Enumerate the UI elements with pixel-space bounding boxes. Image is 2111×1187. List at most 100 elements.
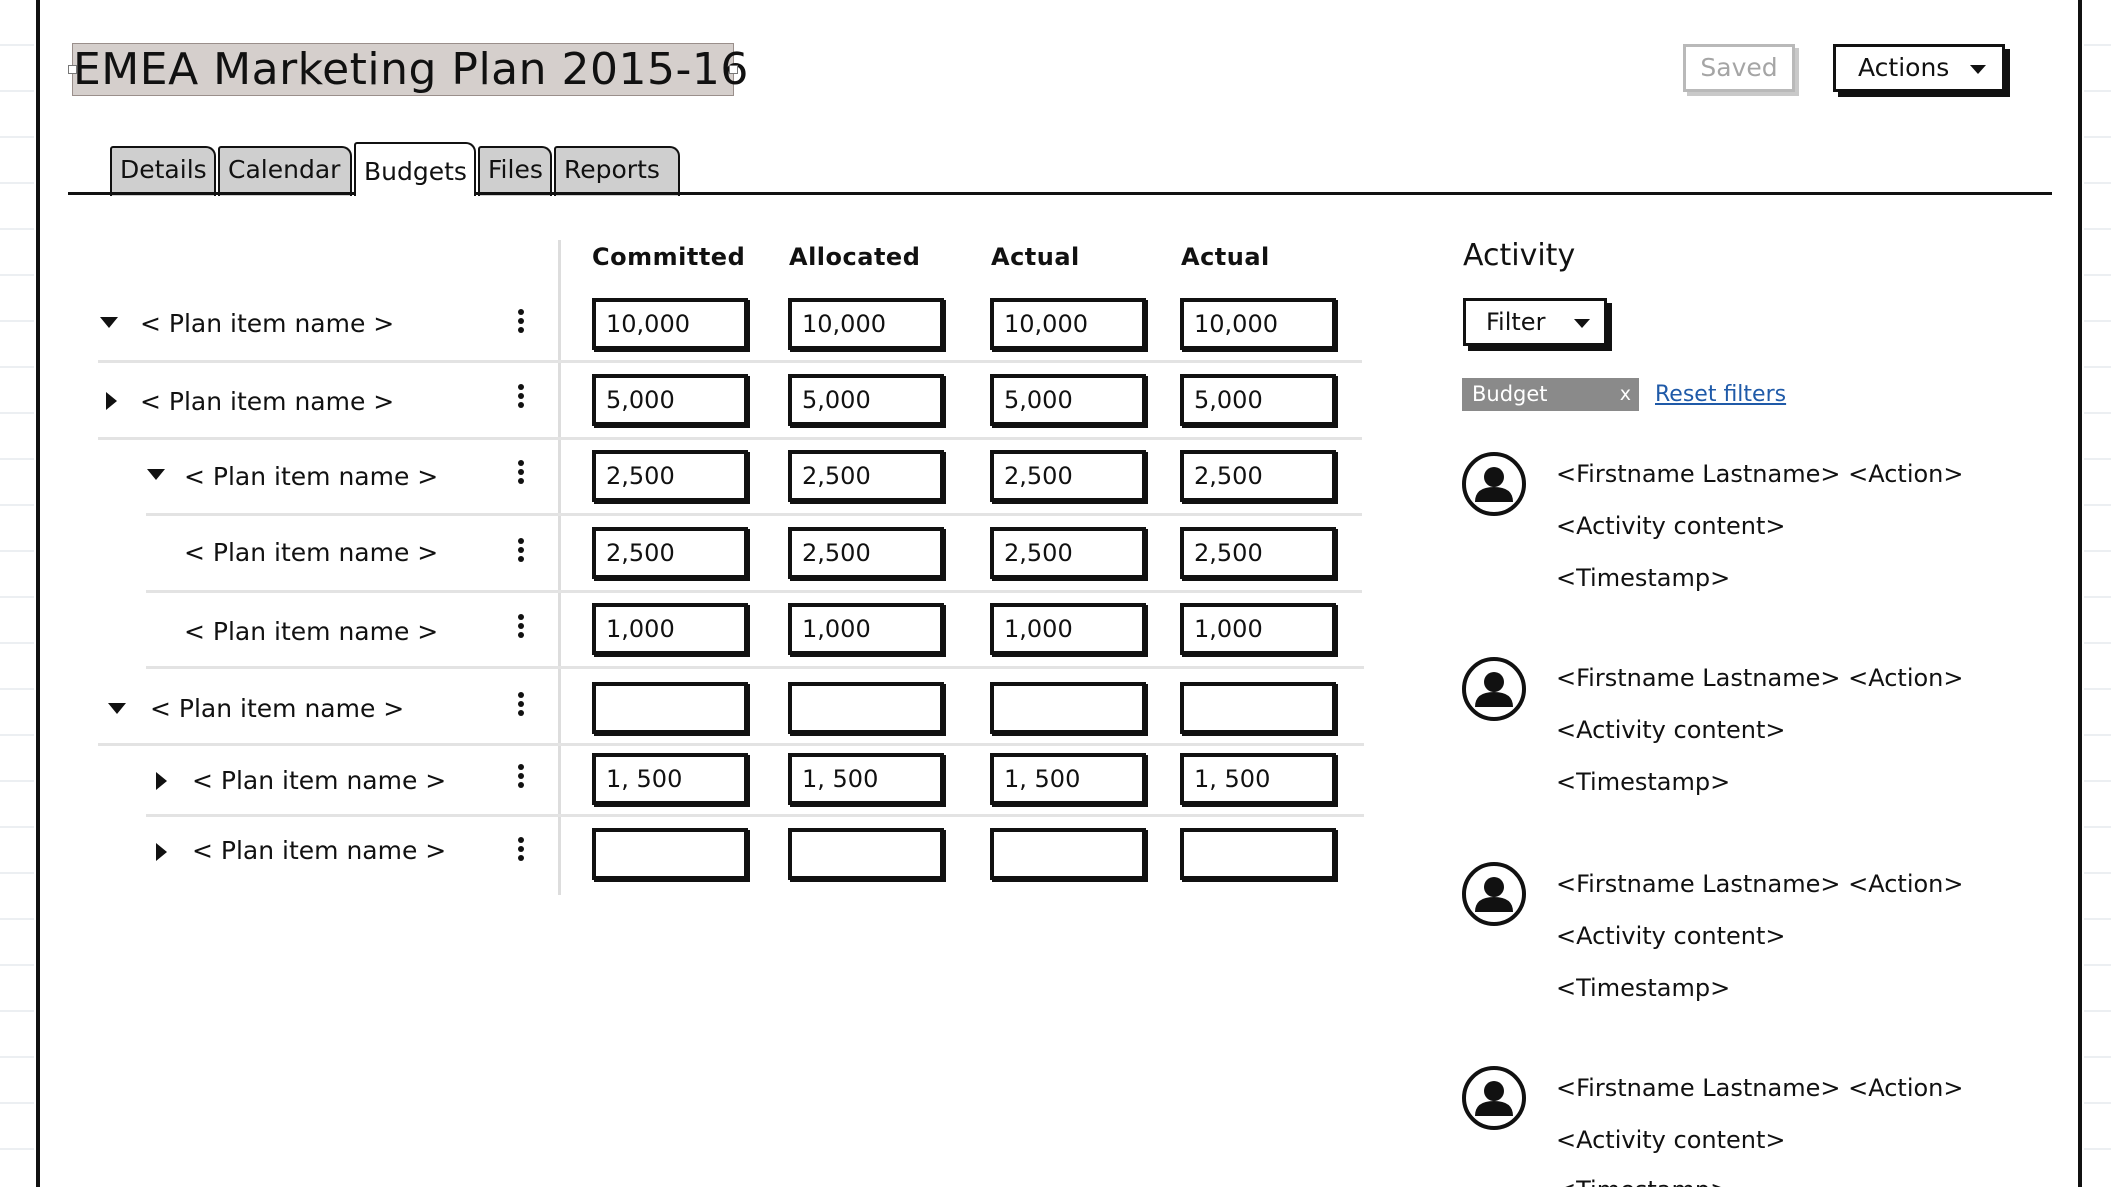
chevron-down-icon [1970, 65, 1986, 74]
budget-cell-actual[interactable]: 1,000 [990, 603, 1146, 655]
more-vertical-icon[interactable] [516, 764, 526, 794]
budget-cell-committed[interactable]: 1, 500 [592, 753, 748, 805]
budget-cell-actual-2[interactable]: 5,000 [1180, 374, 1336, 426]
reset-filters-link[interactable]: Reset filters [1655, 382, 1787, 407]
chevron-down-icon [1574, 319, 1590, 328]
tab-details[interactable]: Details [110, 146, 216, 196]
tab-reports[interactable]: Reports [554, 146, 680, 196]
column-header-actual-2: Actual [1181, 243, 1270, 271]
budget-cell-actual[interactable]: 1, 500 [990, 753, 1146, 805]
budget-cell-allocated[interactable]: 1, 500 [788, 753, 944, 805]
plan-item-name[interactable]: < Plan item name > [150, 694, 405, 723]
row-separator [146, 513, 1362, 516]
remove-filter-icon[interactable]: x [1619, 383, 1631, 405]
page-title[interactable]: EMEA Marketing Plan 2015-16 [72, 43, 749, 96]
row-separator [98, 437, 1362, 440]
more-vertical-icon[interactable] [516, 614, 526, 644]
expand-triangle-icon[interactable] [156, 772, 167, 790]
frame-left-border [36, 0, 40, 1187]
avatar [1462, 862, 1526, 926]
budget-cell-allocated[interactable] [788, 682, 944, 734]
budget-cell-committed[interactable]: 1,000 [592, 603, 748, 655]
filter-chip-label: Budget [1472, 382, 1548, 406]
budget-cell-actual[interactable]: 5,000 [990, 374, 1146, 426]
column-header-allocated: Allocated [789, 243, 921, 271]
budget-cell-committed[interactable]: 5,000 [592, 374, 748, 426]
activity-content: <Activity content> [1556, 1126, 1786, 1154]
budget-cell-committed[interactable]: 10,000 [592, 298, 748, 350]
activity-timestamp: <Timestamp> [1556, 768, 1731, 796]
expand-triangle-icon[interactable] [106, 392, 117, 410]
more-vertical-icon[interactable] [516, 837, 526, 867]
column-header-actual: Actual [991, 243, 1080, 271]
plan-item-name[interactable]: < Plan item name > [184, 538, 439, 567]
row-separator [98, 360, 1362, 363]
user-icon [1475, 1081, 1513, 1116]
plan-item-name[interactable]: < Plan item name > [192, 836, 447, 865]
budget-cell-allocated[interactable]: 5,000 [788, 374, 944, 426]
budget-cell-actual[interactable]: 2,500 [990, 450, 1146, 502]
user-icon [1475, 467, 1513, 502]
left-margin-guides [0, 0, 34, 1187]
budget-cell-committed[interactable]: 2,500 [592, 450, 748, 502]
budget-cell-actual-2[interactable]: 10,000 [1180, 298, 1336, 350]
column-divider [558, 240, 561, 895]
collapse-triangle-icon[interactable] [147, 469, 165, 480]
budget-cell-committed[interactable]: 2,500 [592, 527, 748, 579]
more-vertical-icon[interactable] [516, 460, 526, 490]
activity-header: <Firstname Lastname> <Action> [1556, 664, 1964, 692]
budget-cell-actual-2[interactable]: 1,000 [1180, 603, 1336, 655]
budget-cell-actual[interactable] [990, 682, 1146, 734]
budget-cell-actual[interactable]: 2,500 [990, 527, 1146, 579]
collapse-triangle-icon[interactable] [108, 703, 126, 714]
budget-cell-allocated[interactable]: 2,500 [788, 527, 944, 579]
budget-cell-allocated[interactable]: 2,500 [788, 450, 944, 502]
tab-bar-baseline [68, 192, 2052, 195]
budget-cell-allocated[interactable]: 10,000 [788, 298, 944, 350]
filter-chip-budget: Budget x [1462, 378, 1639, 411]
plan-item-name[interactable]: < Plan item name > [140, 387, 395, 416]
budget-cell-allocated[interactable]: 1,000 [788, 603, 944, 655]
row-separator [146, 814, 1364, 817]
collapse-triangle-icon[interactable] [100, 317, 118, 328]
activity-header: <Firstname Lastname> <Action> [1556, 870, 1964, 898]
activity-timestamp: <Timestamp> [1556, 1176, 1730, 1187]
plan-item-name[interactable]: < Plan item name > [192, 766, 447, 795]
plan-item-name[interactable]: < Plan item name > [140, 309, 395, 338]
more-vertical-icon[interactable] [516, 384, 526, 414]
budget-cell-actual-2[interactable] [1180, 828, 1336, 880]
avatar [1462, 452, 1526, 516]
user-icon [1475, 877, 1513, 912]
expand-triangle-icon[interactable] [156, 843, 167, 861]
filter-button[interactable]: Filter [1463, 298, 1607, 346]
activity-content: <Activity content> [1556, 512, 1786, 540]
activity-content: <Activity content> [1556, 716, 1786, 744]
avatar [1462, 657, 1526, 721]
budget-cell-actual-2[interactable]: 1, 500 [1180, 753, 1336, 805]
activity-header: <Firstname Lastname> <Action> [1556, 460, 1964, 488]
title-resize-handle-right[interactable] [729, 65, 738, 74]
tab-label: Files [488, 155, 543, 184]
tab-calendar[interactable]: Calendar [218, 146, 352, 196]
budget-cell-committed[interactable] [592, 682, 748, 734]
row-separator [146, 590, 1362, 593]
title-resize-handle-left[interactable] [68, 65, 77, 74]
budget-cell-actual-2[interactable]: 2,500 [1180, 527, 1336, 579]
more-vertical-icon[interactable] [516, 692, 526, 722]
plan-item-name[interactable]: < Plan item name > [184, 617, 439, 646]
budget-cell-actual[interactable]: 10,000 [990, 298, 1146, 350]
budget-cell-actual[interactable] [990, 828, 1146, 880]
more-vertical-icon[interactable] [516, 538, 526, 568]
plan-item-name[interactable]: < Plan item name > [184, 462, 439, 491]
budget-cell-allocated[interactable] [788, 828, 944, 880]
saved-button[interactable]: Saved [1683, 44, 1795, 92]
actions-button[interactable]: Actions [1833, 44, 2005, 92]
tab-label: Reports [564, 155, 660, 184]
tab-budgets[interactable]: Budgets [354, 142, 476, 196]
tab-label: Calendar [228, 155, 341, 184]
budget-cell-actual-2[interactable]: 2,500 [1180, 450, 1336, 502]
budget-cell-committed[interactable] [592, 828, 748, 880]
budget-cell-actual-2[interactable] [1180, 682, 1336, 734]
more-vertical-icon[interactable] [516, 309, 526, 339]
tab-files[interactable]: Files [478, 146, 552, 196]
